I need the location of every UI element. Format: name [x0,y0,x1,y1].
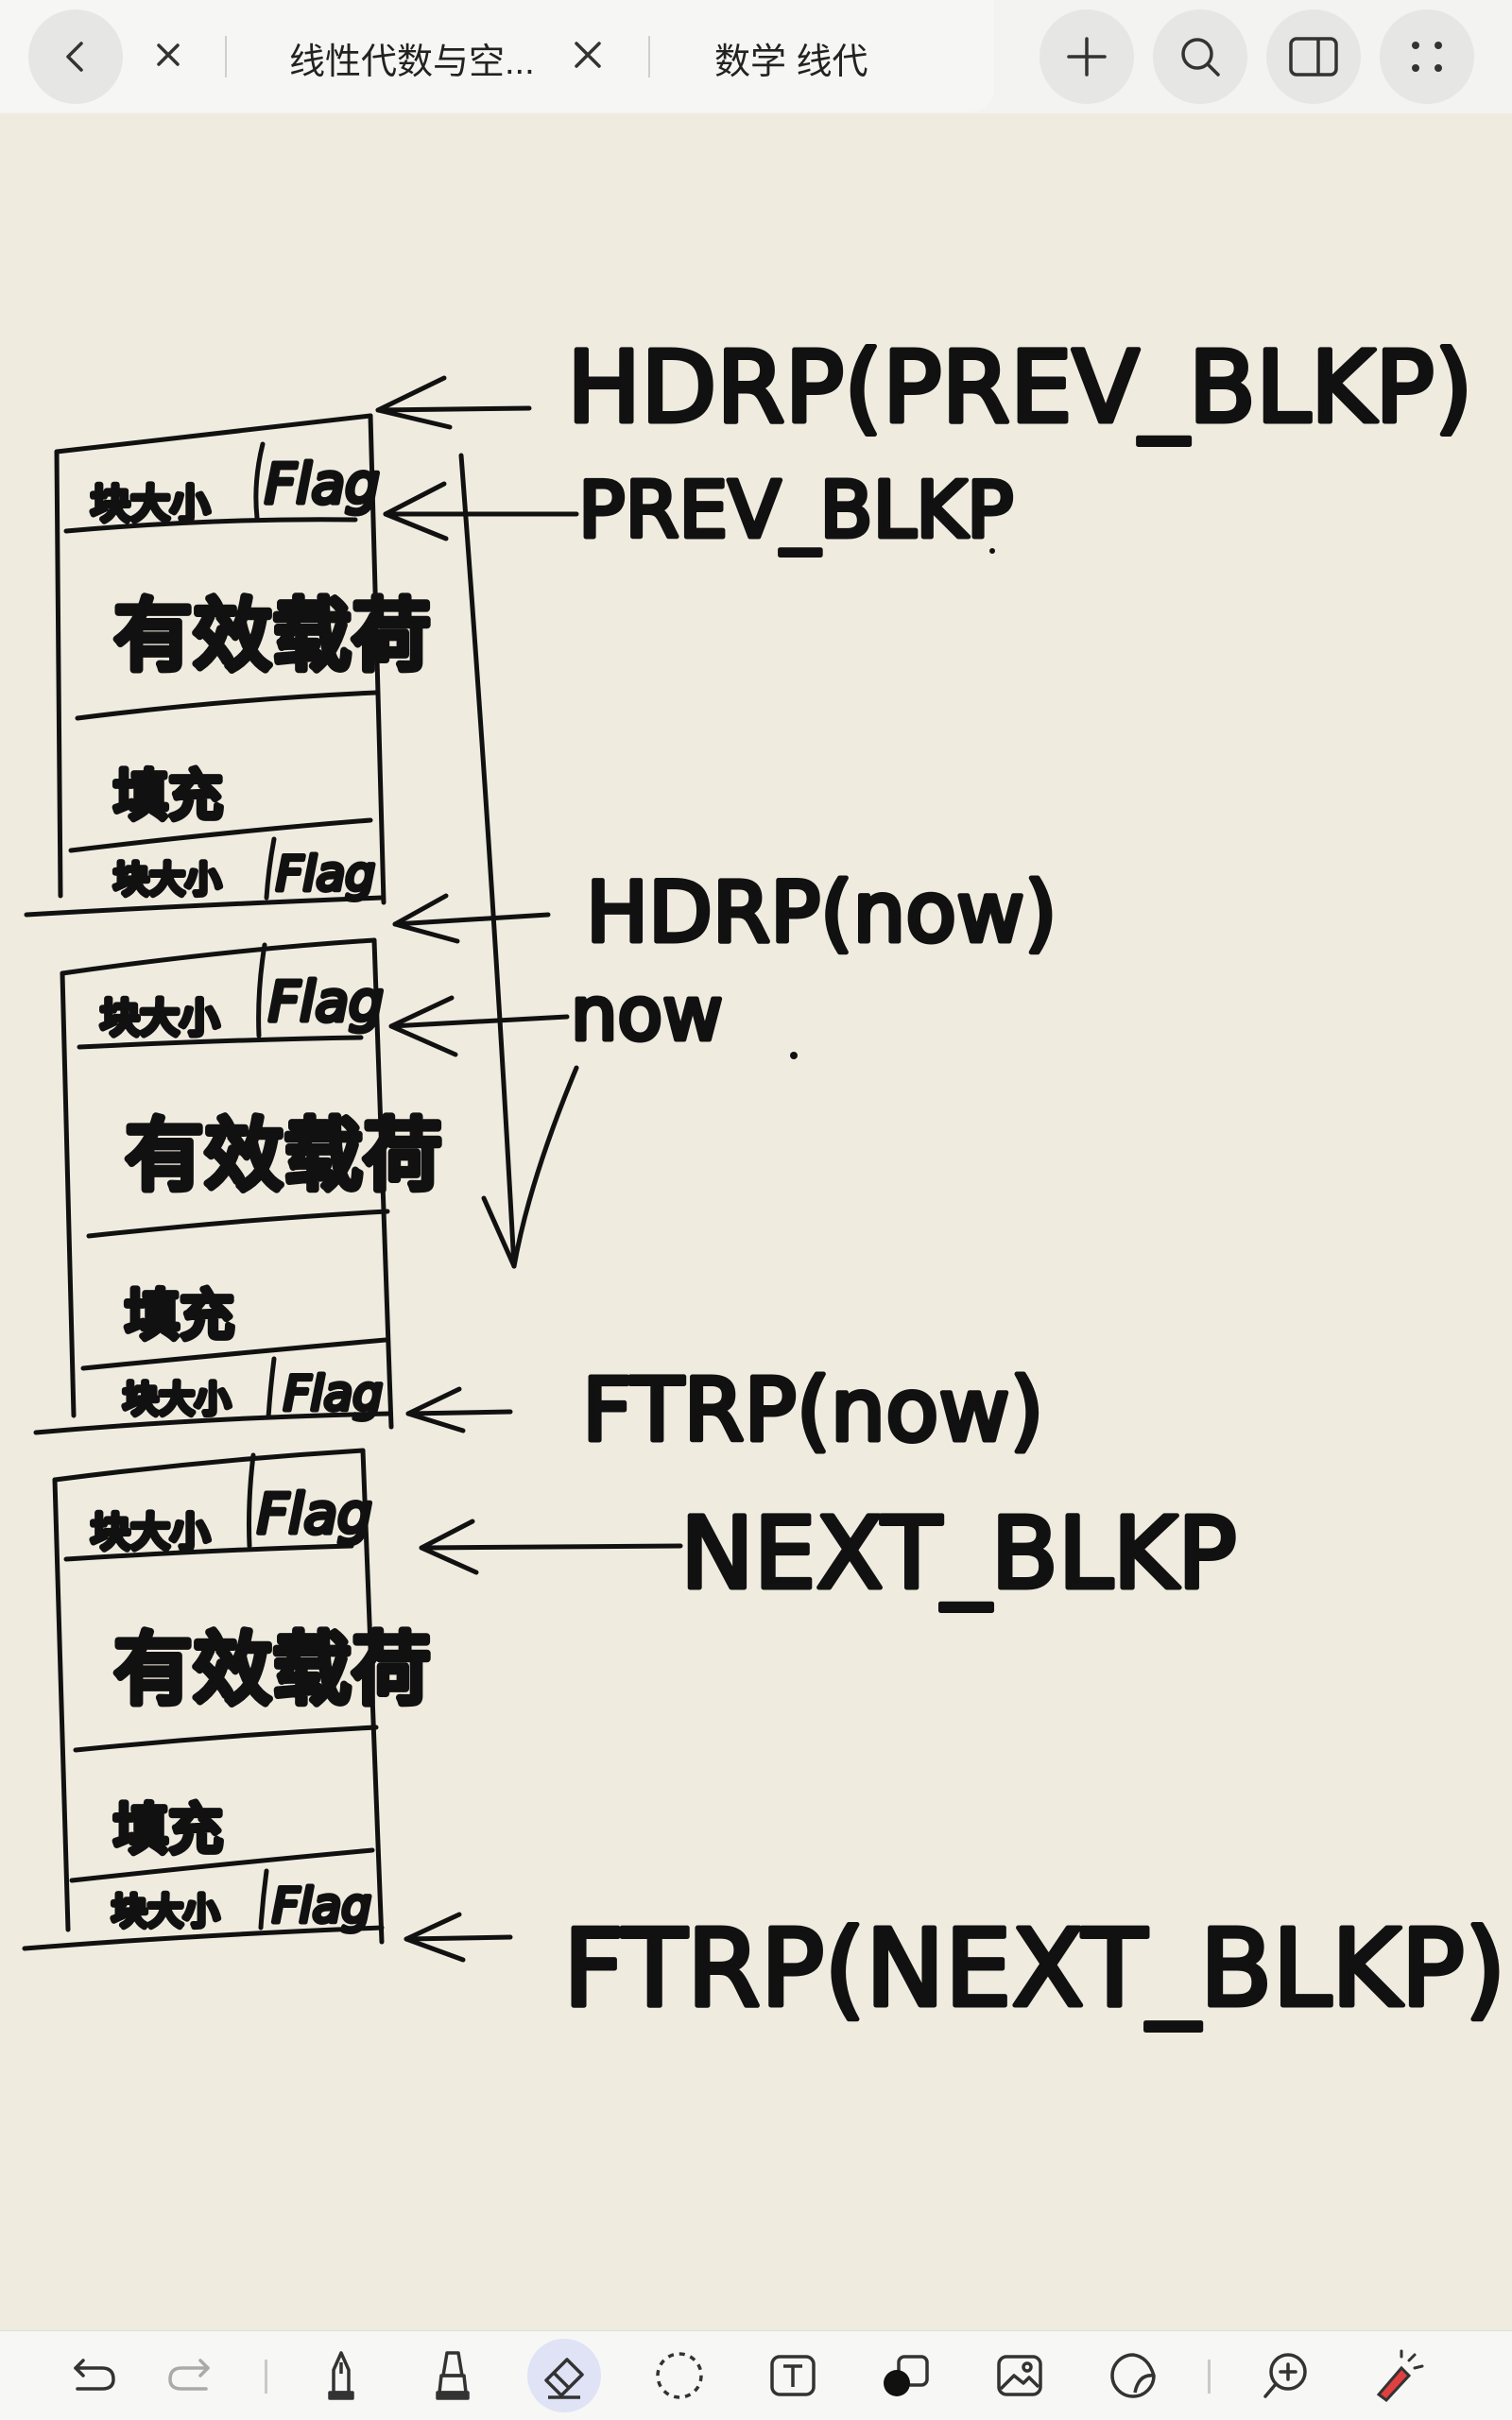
search-icon [1181,38,1220,77]
label-ftrp-next-blkp: FTRP(NEXT_BLKP) [563,1908,1506,2031]
redo-icon [168,2359,210,2391]
lasso-tool[interactable] [646,2343,713,2409]
block-1-footer-size: 块大小 [113,859,221,901]
image-tool[interactable] [987,2343,1053,2409]
block-2-footer-flag: Flag [284,1366,383,1421]
block-2-header-flag: Flag [268,970,384,1034]
ink-dot [790,1052,798,1059]
handwritten-diagram: 块大小 Flag 有效载荷 填充 块大小 Flag 块大小 Flag 有效载荷 … [22,328,1508,2034]
tab-math-linear[interactable]: 数学 线代 [714,43,868,82]
redo-button[interactable] [157,2343,223,2409]
block-1-padding: 填充 [113,764,223,828]
close-icon [575,42,601,68]
memory-block-1 [24,413,387,918]
block-1-payload: 有效载荷 [113,590,431,682]
back-button[interactable] [28,9,123,104]
block-1-footer-flag: Flag [276,847,375,901]
search-button[interactable] [1153,9,1247,104]
split-view-button[interactable] [1266,9,1361,104]
block-1-header-size: 块大小 [91,481,210,527]
text-tool[interactable] [760,2343,826,2409]
block-3-footer-size: 块大小 [112,1891,219,1932]
more-icon [1412,42,1442,72]
memory-block-2 [33,937,394,1435]
label-next-blkp: NEXT_BLKP [680,1496,1237,1611]
label-hdrp-prev-blkp: HDRP(PREV_BLKP) [567,330,1472,445]
drawing-toolbar [0,2330,1512,2420]
tab-separator [225,36,227,77]
lasso-icon [656,2352,703,2399]
eraser-tool[interactable] [527,2339,601,2412]
highlighter-tool[interactable] [420,2343,486,2409]
close-tab-button[interactable] [151,38,185,72]
block-2-padding: 填充 [125,1283,234,1347]
image-icon [997,2355,1042,2396]
split-view-icon [1289,37,1338,77]
pen-tool[interactable] [308,2343,374,2409]
plus-icon [1067,37,1107,77]
block-2-header-size: 块大小 [100,995,219,1041]
laser-icon [1376,2349,1424,2402]
close-tab-button[interactable] [571,38,605,72]
laser-pointer-tool[interactable] [1365,2343,1431,2409]
new-tab-button[interactable] [1040,9,1134,104]
pointer-arrows [375,375,683,1963]
block-3-header-size: 块大小 [91,1509,210,1555]
ink-dot [989,548,995,554]
highlighter-icon [436,2351,470,2400]
label-hdrp-now: HDRP(now) [586,864,1057,961]
note-canvas[interactable]: 块大小 Flag 有效载荷 填充 块大小 Flag 块大小 Flag 有效载荷 … [0,113,1512,2330]
tab-strip: 线性代数与空... 数学 线代 [0,0,994,112]
sticker-tool[interactable] [1100,2343,1166,2409]
toolbar-separator [1208,2360,1211,2394]
block-3-header-flag: Flag [257,1482,372,1546]
eraser-icon [544,2358,584,2399]
memory-block-3 [22,1448,385,1951]
undo-button[interactable] [60,2343,127,2409]
label-now: now [571,972,723,1057]
label-ftrp-now: FTRP(now) [582,1360,1044,1461]
toolbar-separator [265,2360,267,2394]
block-2-footer-size: 块大小 [123,1379,231,1420]
shape-icon [884,2355,929,2396]
zoom-icon [1263,2353,1307,2398]
tab-separator [648,36,650,77]
shape-tool[interactable] [873,2343,939,2409]
label-prev-blkp: PREV_BLKP [578,466,1014,556]
block-3-payload: 有效载荷 [113,1623,431,1716]
zoom-tool[interactable] [1253,2343,1319,2409]
text-icon [770,2355,816,2396]
tab-linear-algebra[interactable]: 线性代数与空... [289,43,535,82]
block-3-footer-flag: Flag [272,1879,371,1933]
block-1-header-flag: Flag [265,452,380,516]
chevron-left-icon [66,42,83,72]
close-icon [157,43,180,66]
pen-icon [328,2351,354,2400]
more-button[interactable] [1380,9,1474,104]
sticker-icon [1110,2353,1156,2398]
top-bar: 线性代数与空... 数学 线代 [0,0,1512,113]
undo-icon [74,2359,115,2391]
block-2-payload: 有效载荷 [125,1109,442,1202]
block-3-padding: 填充 [113,1797,223,1862]
